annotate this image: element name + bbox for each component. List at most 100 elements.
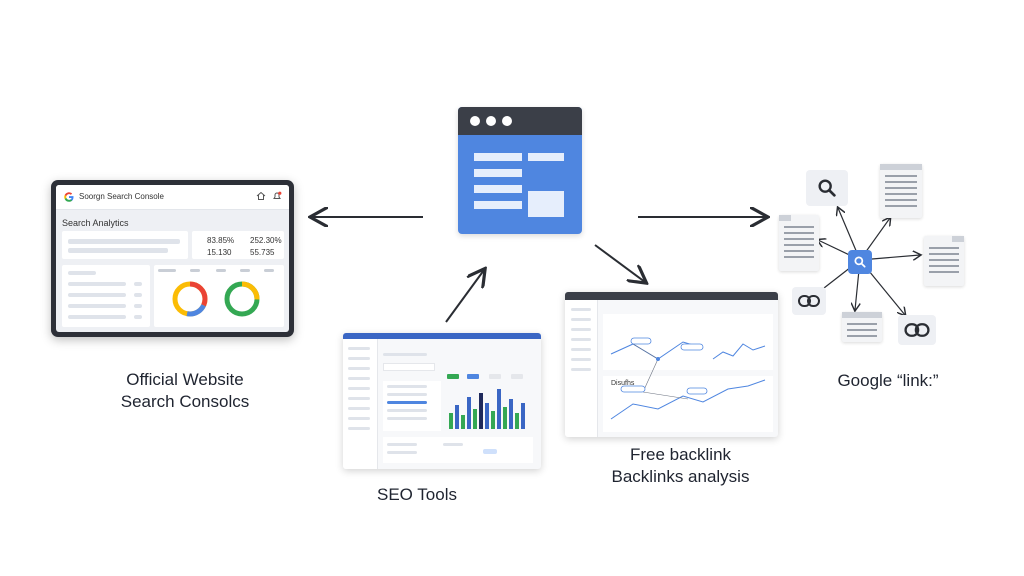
stat-value: 15.130 [207,248,232,257]
central-website-window [458,107,582,234]
screen-sidebar [343,339,378,469]
backlink-graph [610,337,766,420]
placeholder-line [387,443,417,446]
window-dot [486,116,496,126]
backlink-label: Free backlink Backlinks analysis [598,444,763,488]
document-icon [880,164,922,218]
footer-panel [383,437,533,463]
placeholder-line [348,417,370,420]
placeholder-line [68,315,126,319]
placeholder-line [348,347,370,350]
tag-chip[interactable] [467,374,479,379]
placeholder-line [571,358,591,361]
summary-card [62,231,188,259]
notification-icon[interactable] [272,191,282,201]
donut-chart [172,281,208,317]
google-link-label: Google “link:” [837,371,939,390]
window-dot [470,116,480,126]
placeholder-line [134,293,142,297]
stats-card: 83.85% 252.30% 15.130 55.735 [192,231,284,259]
backlink-analysis-screen: Disufhs [565,292,778,437]
window-line [474,185,522,193]
window-block [528,191,564,217]
screen-topbar [565,292,778,300]
window-line [474,153,522,161]
placeholder-line [387,385,427,388]
tag-chip[interactable] [447,374,459,379]
label-line: Free backlink [629,445,732,464]
placeholder-line [387,409,427,412]
stat-value: 55.735 [250,248,275,257]
placeholder-line [158,269,176,272]
arrow-to-backlink [594,244,645,282]
bar-chart [449,389,525,429]
search-icon-box [806,170,848,206]
link-icon-box [898,315,936,345]
placeholder-line [348,407,370,410]
section-title: Search Analytics [62,218,129,228]
link-icon-box [792,287,826,315]
placeholder-line [68,271,96,275]
placeholder-line [68,282,126,286]
home-icon[interactable] [256,191,266,201]
placeholder-line [387,401,427,404]
placeholder-line [68,304,126,308]
list-panel [383,381,441,431]
search-box[interactable] [383,363,435,371]
donut-card [154,265,284,327]
placeholder-line [348,387,370,390]
placeholder-line [68,239,180,244]
placeholder-line [240,269,250,272]
stat-value: 83.85% [207,236,235,245]
official-console-label: Official Website Search Consolcs [100,369,270,413]
label-line: Backlinks analysis [611,467,750,486]
donut-chart [224,281,260,317]
placeholder-line [383,353,427,356]
tag-chip[interactable] [489,374,501,379]
center-search-node [848,250,872,274]
placeholder-line [134,304,142,308]
arrow-from-seo-tools [445,270,484,323]
placeholder-line [264,269,274,272]
placeholder-line [571,318,591,321]
placeholder-line [216,269,226,272]
list-card [62,265,150,327]
label-line: Official Website [126,370,244,389]
placeholder-line [387,451,417,454]
window-line [528,153,564,161]
seo-tools-label: SEO Tools [376,485,457,504]
document-icon [842,312,882,342]
window-titlebar [458,107,582,135]
label-line: Search Consolcs [120,392,250,411]
placeholder-line [68,293,126,297]
document-icon [779,215,819,271]
screen-topbar [343,333,541,339]
stat-value: 252.30% [250,236,282,245]
seo-tools-screen [343,333,541,469]
search-icon [854,256,866,268]
placeholder-line [348,427,370,430]
window-line [474,169,522,177]
console-header: Soorgn Search Console [56,185,289,210]
placeholder-line [348,377,370,380]
search-icon [818,179,836,197]
placeholder-line [348,367,370,370]
console-app-name: Soorgn Search Console [79,192,164,201]
trend-panel [603,376,773,432]
link-icon [798,295,820,307]
tag-chip[interactable] [511,374,523,379]
document-icon [924,236,964,286]
screen-sidebar [565,300,598,437]
search-console-tablet: Soorgn Search Console Search Analytics 8… [51,180,294,337]
placeholder-line [134,282,142,286]
placeholder-line [571,368,591,371]
placeholder-line [68,248,168,253]
window-line [474,201,522,209]
panel-heading: Disufhs [611,380,635,387]
google-g-icon [64,192,74,202]
placeholder-line [348,397,370,400]
window-dot [502,116,512,126]
placeholder-line [571,348,591,351]
placeholder-line [571,328,591,331]
